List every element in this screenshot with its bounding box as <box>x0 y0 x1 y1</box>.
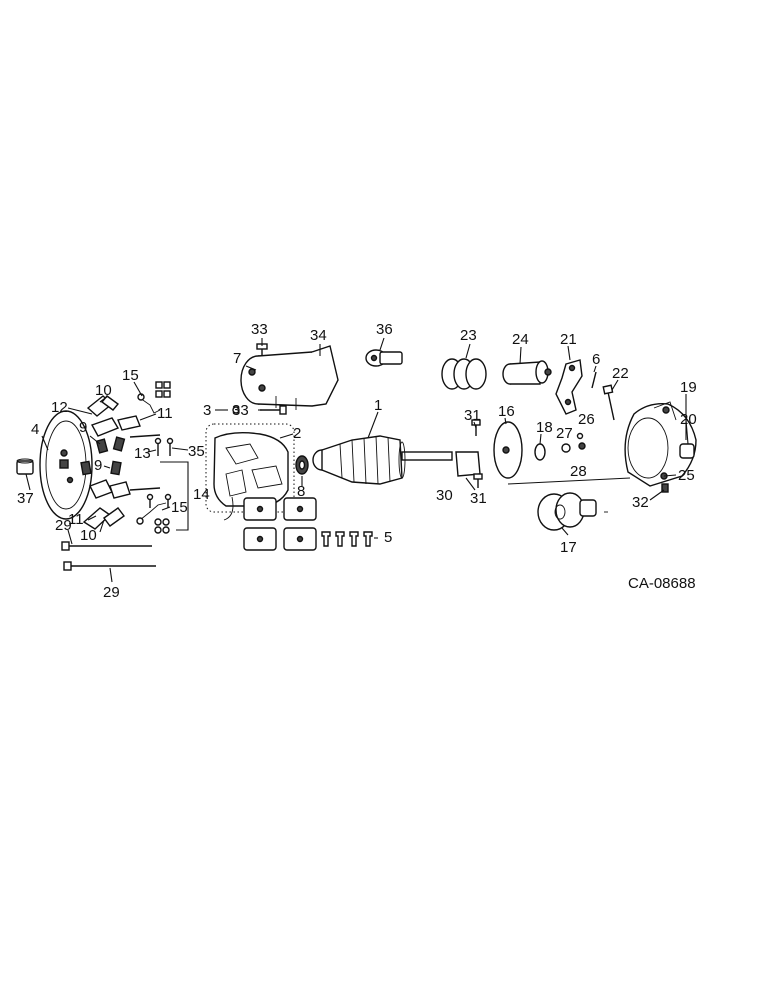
callout: 5 <box>384 529 392 546</box>
callout-labels: 33 34 36 23 24 21 6 22 19 7 3 33 1 31 16… <box>17 321 697 601</box>
callout: 17 <box>560 539 577 556</box>
callout: 14 <box>193 486 210 503</box>
callout: 16 <box>498 403 515 420</box>
plunger-part <box>365 349 403 367</box>
callout: 37 <box>17 490 34 507</box>
callout: 13 <box>134 445 151 462</box>
screw-parts <box>146 437 189 534</box>
callout: 15 <box>171 499 188 516</box>
callout: 11 <box>68 511 84 528</box>
drive-housing-part <box>624 401 697 493</box>
callout: 26 <box>578 411 595 428</box>
callout: 4 <box>31 421 39 438</box>
solenoid-part <box>232 343 339 415</box>
callout: 9 <box>79 419 87 436</box>
brush-holder-parts <box>80 395 161 530</box>
callout: 25 <box>678 467 695 484</box>
collar-part <box>455 419 483 488</box>
lever-bolt-part <box>602 384 615 421</box>
drawing-code: CA-08688 <box>628 575 696 592</box>
callout: 1 <box>374 397 382 414</box>
callout: 24 <box>512 331 529 348</box>
callout: 7 <box>233 350 241 367</box>
washer-part <box>534 443 546 461</box>
callout: 2 <box>293 425 301 442</box>
callout: 30 <box>436 487 453 504</box>
shift-lever-part <box>555 359 597 415</box>
callout: 35 <box>188 443 205 460</box>
callout: 21 <box>560 331 577 348</box>
sleeve-part <box>502 360 552 385</box>
thrust-washer-part <box>295 455 309 475</box>
field-frame-part <box>205 423 295 521</box>
callout: 10 <box>95 382 112 399</box>
callout: 9 <box>94 457 102 474</box>
bearing-plate-part <box>493 421 523 479</box>
callout: 20 <box>680 411 697 428</box>
callout: 19 <box>680 379 697 396</box>
callout: 33 <box>232 402 249 419</box>
callout: 31 <box>464 407 481 424</box>
callout: 23 <box>460 327 477 344</box>
callout: 11 <box>157 405 173 422</box>
pole-shoe-parts <box>243 497 373 551</box>
bushing-part <box>16 458 34 475</box>
callout: 22 <box>612 365 629 382</box>
callout: 18 <box>536 419 553 436</box>
callout: 32 <box>632 494 649 511</box>
callout: 10 <box>80 527 97 544</box>
callout: 15 <box>122 367 139 384</box>
leader-lines <box>25 337 689 583</box>
callout: 36 <box>376 321 393 338</box>
callout: 29 <box>55 517 72 534</box>
callout: 34 <box>310 327 327 344</box>
callout: 12 <box>51 399 68 416</box>
callout: 31 <box>470 490 487 507</box>
callout: 6 <box>592 351 600 368</box>
armature-part <box>312 435 453 485</box>
nut-parts <box>561 432 586 453</box>
end-plate-part <box>39 410 93 520</box>
callout: 33 <box>251 321 268 338</box>
callout: 29 <box>103 584 120 601</box>
spring-part <box>441 358 487 390</box>
callout: 28 <box>570 463 587 480</box>
callout: 3 <box>203 402 211 419</box>
through-bolt-parts <box>61 541 156 571</box>
drive-pinion-part <box>507 477 631 531</box>
terminal-lead-parts <box>136 381 171 525</box>
callout: 8 <box>297 483 305 500</box>
callout: 27 <box>556 425 573 442</box>
